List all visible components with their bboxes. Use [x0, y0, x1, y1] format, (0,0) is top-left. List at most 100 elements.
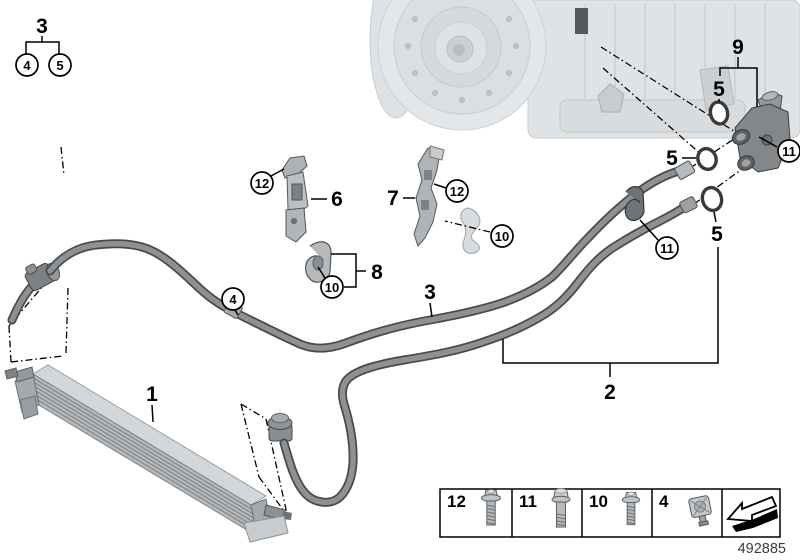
callout-2[interactable]: 2: [502, 247, 719, 404]
callout-11-leader: [639, 219, 659, 241]
callout-3-leader: [429, 302, 433, 318]
return-pipe-path: [281, 203, 689, 506]
legend-12-label[interactable]: 12: [447, 492, 466, 511]
callout-11-label[interactable]: 11: [782, 144, 796, 159]
callout-3-label[interactable]: 3: [424, 281, 436, 304]
callout-6[interactable]: 6: [311, 188, 343, 211]
holder-bracket-6: [281, 155, 309, 243]
cooler-foot: [19, 395, 39, 420]
callout-5-top[interactable]: 5: [713, 78, 725, 102]
pipe-clip-icon: [688, 495, 712, 527]
o-ring-seal: [696, 146, 718, 172]
callout-4-circle[interactable]: [15, 53, 39, 77]
bell-housing: [377, 0, 547, 131]
cable-clip-10: [460, 207, 481, 254]
legend-cell-4[interactable]: 4: [659, 492, 714, 527]
callout-1-label[interactable]: 1: [146, 383, 158, 406]
callout-7-label[interactable]: 7: [387, 187, 399, 210]
callout-12-right[interactable]: 12: [433, 179, 469, 203]
callout-8[interactable]: 8: [331, 253, 383, 288]
callout-5-label[interactable]: 5: [56, 58, 63, 73]
legend-4-label[interactable]: 4: [659, 492, 669, 511]
bracket-hole: [290, 217, 298, 225]
callout-12-left[interactable]: 12: [250, 168, 285, 195]
callout-5-label[interactable]: 5: [666, 147, 678, 170]
clamp-8: [305, 241, 332, 283]
oil-cooler: [4, 364, 292, 543]
connector-block: [731, 91, 791, 173]
return-pipe-fitting: [679, 196, 698, 214]
feed-pipe-path: [47, 168, 682, 351]
legend-cell-back[interactable]: [726, 495, 778, 532]
callout-10-label[interactable]: 10: [495, 229, 509, 244]
callouts: 3 4 5 1 4 3 2 6: [15, 15, 800, 423]
back-arrow-shadow: [732, 509, 778, 532]
tree-bracket: [25, 41, 60, 54]
left-elbow-projection: [8, 279, 69, 363]
callout-5-bottom[interactable]: 5: [711, 211, 723, 246]
callout-9-label[interactable]: 9: [732, 36, 744, 59]
o-ring-seal: [708, 100, 730, 126]
callout-6-label[interactable]: 6: [331, 188, 343, 211]
clamp-bore: [312, 255, 324, 271]
bracket-window: [291, 183, 303, 201]
callout-5-label[interactable]: 5: [711, 223, 723, 246]
bracket-foot: [285, 207, 307, 243]
callout-12-circle[interactable]: [445, 179, 469, 203]
pipe-retaining-clip: [624, 186, 645, 222]
callout-10-left[interactable]: 10: [317, 266, 344, 299]
callout-2-label[interactable]: 2: [604, 381, 616, 404]
legend-cell-11[interactable]: 11: [519, 488, 571, 528]
callout-9[interactable]: 9: [719, 36, 758, 107]
callout-4-circle[interactable]: [221, 287, 245, 311]
legend-cell-12[interactable]: 12: [447, 489, 501, 526]
callout-10-circle[interactable]: [490, 224, 514, 248]
legend-cell-10[interactable]: 10: [589, 491, 641, 526]
callout-10-right[interactable]: 10: [444, 220, 514, 248]
tree-leader: [60, 146, 65, 176]
mount-tab: [597, 83, 625, 113]
transmission-illustration: [369, 0, 800, 139]
callout-tree-3[interactable]: 3 4 5: [15, 15, 72, 77]
callout-12-leader: [433, 183, 447, 189]
callout-11-clip[interactable]: 11: [639, 219, 679, 260]
callout-3-mid[interactable]: 3: [424, 281, 436, 318]
callout-2-bracket: [502, 247, 719, 364]
cooler-inlet-stub: [14, 366, 35, 383]
feed-pipe-fitting: [674, 160, 696, 180]
callout-5-mid[interactable]: 5: [666, 147, 696, 170]
callout-1-leader: [151, 404, 154, 423]
callout-3-label[interactable]: 3: [36, 15, 48, 38]
callout-7[interactable]: 7: [387, 187, 415, 210]
callout-4-leader: [234, 309, 239, 316]
callout-12-circle[interactable]: [250, 171, 274, 195]
callout-4-joint[interactable]: 4: [221, 287, 245, 316]
callout-10-circle[interactable]: [320, 275, 344, 299]
callout-10-leader: [317, 266, 326, 279]
callout-11-circle[interactable]: [777, 139, 800, 163]
part-number: 492885: [738, 541, 786, 557]
callout-11-circle[interactable]: [655, 236, 679, 260]
callout-8-label[interactable]: 8: [371, 261, 383, 284]
callout-10-label[interactable]: 10: [325, 280, 339, 295]
legend-dividers: [511, 489, 723, 537]
holder-bracket-7: [413, 145, 445, 247]
callout-5-label[interactable]: 5: [713, 78, 725, 101]
bracket-slot: [421, 200, 429, 210]
callout-11-connector[interactable]: 11: [758, 136, 800, 163]
feed-pipe-path: [45, 166, 684, 353]
callout-11-leader: [758, 136, 778, 148]
legend-10-label[interactable]: 10: [589, 492, 608, 511]
bolt-holes: [405, 16, 519, 103]
callout-12-label[interactable]: 12: [255, 176, 269, 191]
callout-11-label[interactable]: 11: [660, 241, 674, 256]
callout-5-circle[interactable]: [48, 53, 72, 77]
bracket-slot: [424, 170, 432, 180]
callout-4-label[interactable]: 4: [229, 292, 237, 307]
callout-4-label[interactable]: 4: [23, 58, 31, 73]
legend-11-label[interactable]: 11: [519, 492, 537, 511]
callout-1[interactable]: 1: [146, 383, 158, 423]
callout-12-label[interactable]: 12: [450, 184, 464, 199]
